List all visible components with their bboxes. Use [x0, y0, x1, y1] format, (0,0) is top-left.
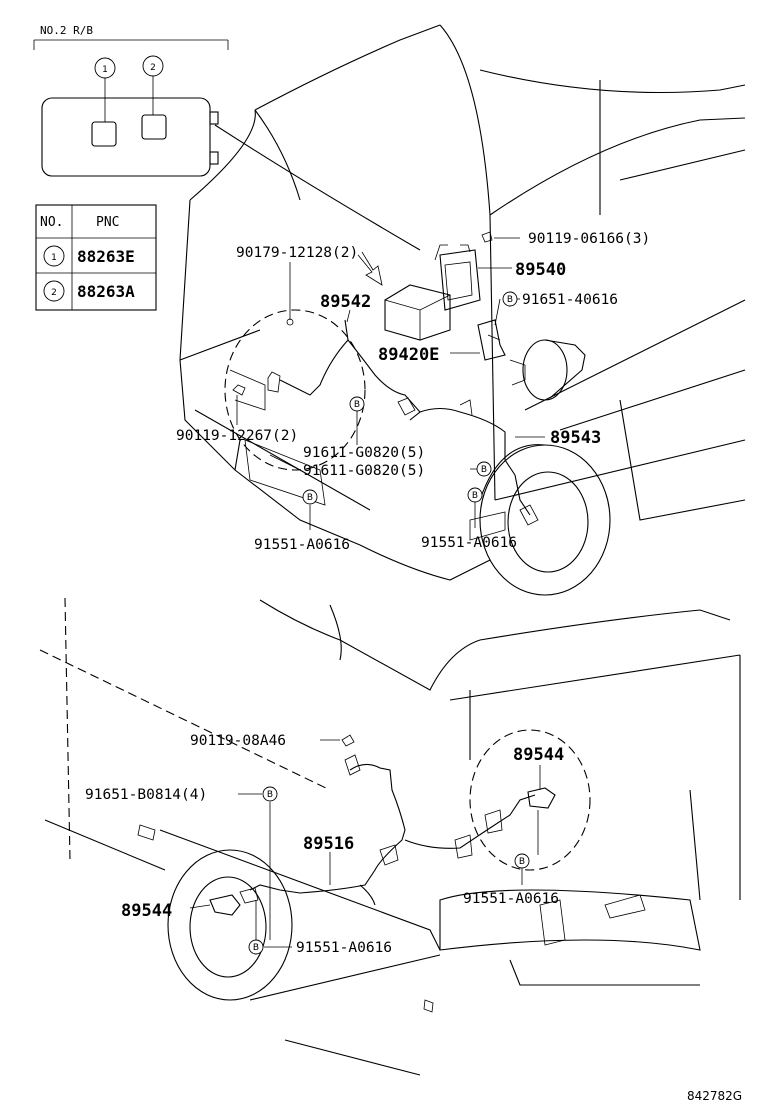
- svg-text:B: B: [481, 465, 487, 475]
- rear-part-labels: 90119-08A46 89544 91651-B0814(4) 89516 9…: [85, 733, 564, 956]
- svg-text:B: B: [267, 790, 273, 800]
- label-90179-12128: 90179-12128(2): [236, 245, 358, 261]
- label-89543: 89543: [550, 428, 601, 448]
- label-91551-a0616-d: 91551-A0616: [296, 940, 392, 956]
- svg-text:B: B: [472, 491, 478, 501]
- svg-text:B: B: [307, 493, 313, 503]
- label-91651-40616: 91651-40616: [522, 292, 618, 308]
- table-header-no: NO.: [40, 215, 63, 230]
- rear-vehicle-outline: [39, 597, 741, 1076]
- table-header-pnc: PNC: [96, 215, 119, 230]
- front-leaders: B B B B B: [236, 237, 545, 530]
- label-89420e: 89420E: [378, 345, 439, 365]
- table-row-2-pnc: 88263A: [77, 282, 135, 301]
- front-part-labels: 90119-06166(3) 89540 91651-40616 90179-1…: [176, 231, 650, 553]
- label-91611-g0820-a: 91611-G0820(5): [303, 445, 425, 461]
- label-89544-bottom: 89544: [121, 901, 172, 921]
- table-row-1-pnc: 88263E: [77, 247, 135, 266]
- front-vehicle-outline: [179, 24, 746, 596]
- relay-block-inset: NO.2 R/B 1 2: [33, 24, 229, 177]
- label-91551-a0616-c: 91551-A0616: [463, 891, 559, 907]
- callout-circle-2: [142, 55, 164, 77]
- label-90119-12267: 90119-12267(2): [176, 428, 298, 444]
- label-91611-g0820-b: 91611-G0820(5): [303, 463, 425, 479]
- rear-parts: [209, 734, 556, 916]
- diagram-code: 842782G: [687, 1089, 742, 1103]
- relay-block-title: NO.2 R/B: [40, 24, 93, 37]
- svg-text:B: B: [519, 857, 525, 867]
- label-89542: 89542: [320, 292, 371, 312]
- callout-circle-1: [94, 57, 116, 79]
- rear-leaders: B B B: [189, 739, 541, 955]
- table-row-1-no: 1: [51, 253, 57, 263]
- svg-text:B: B: [354, 400, 360, 410]
- callout-2-number: 2: [150, 63, 156, 73]
- label-90119-08a46: 90119-08A46: [190, 733, 286, 749]
- label-91651-b0814: 91651-B0814(4): [85, 787, 207, 803]
- label-89544-top: 89544: [513, 745, 564, 765]
- label-91551-a0616-a: 91551-A0616: [254, 537, 350, 553]
- table-row-2-no: 2: [51, 288, 57, 298]
- callout-1-number: 1: [102, 65, 108, 75]
- label-89540: 89540: [515, 260, 566, 280]
- label-89516: 89516: [303, 834, 354, 854]
- front-parts: [232, 231, 586, 526]
- label-90119-06166: 90119-06166(3): [528, 231, 650, 247]
- svg-text:B: B: [253, 943, 259, 953]
- svg-text:B: B: [507, 295, 513, 305]
- pnc-table: NO. PNC 1 88263E 2 88263A: [35, 204, 157, 311]
- label-91551-a0616-b: 91551-A0616: [421, 535, 517, 551]
